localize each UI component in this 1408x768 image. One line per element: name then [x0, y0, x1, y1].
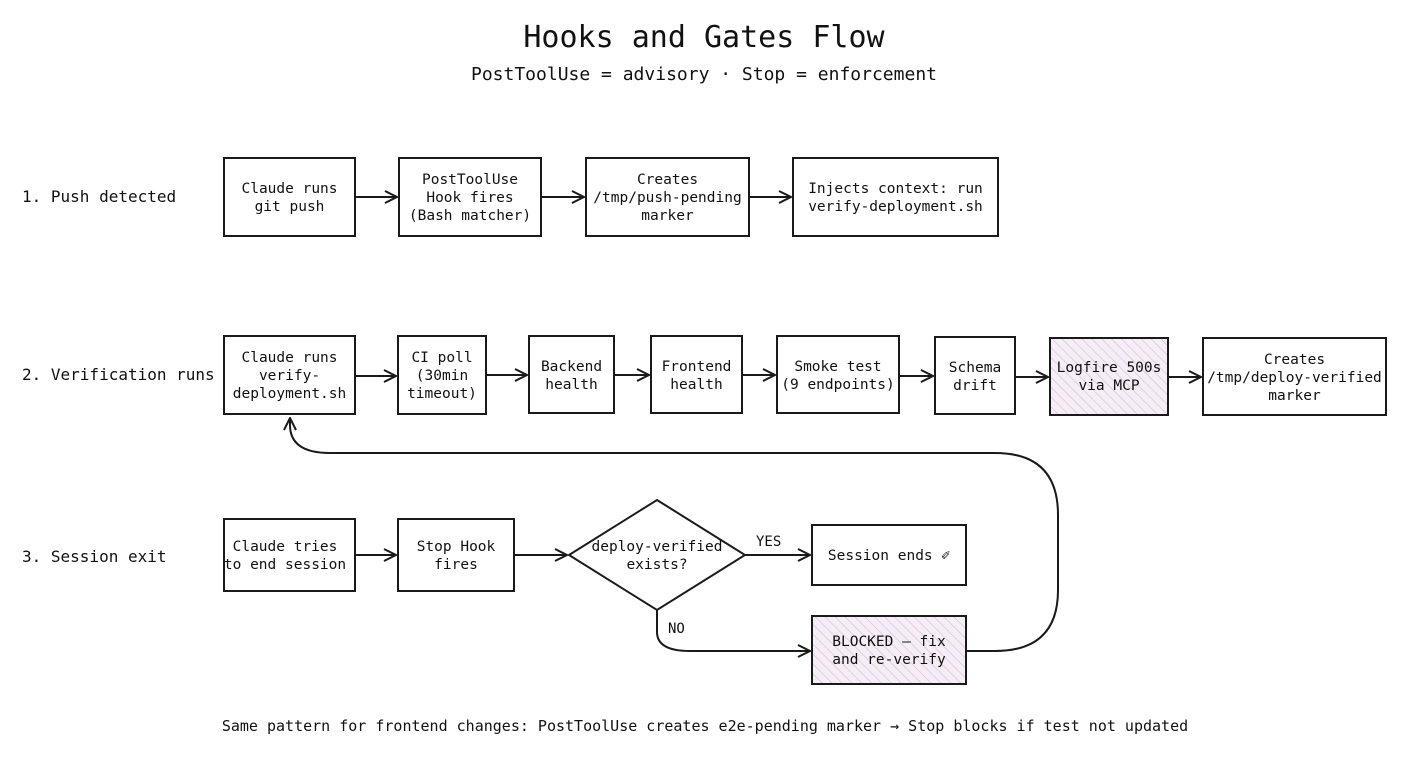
node-label-line: Logfire 500s [1057, 360, 1162, 376]
decision-deploy-verified-exists: deploy-verified exists? [567, 498, 747, 612]
node-ci-poll: CI poll (30min timeout) [397, 335, 487, 415]
diagram-title: Hooks and Gates Flow [523, 20, 885, 55]
node-label-line: Creates [1264, 352, 1325, 368]
node-label-line: health [545, 377, 597, 393]
node-label-line: Smoke test [794, 359, 881, 375]
node-label-line: verify- [259, 368, 320, 384]
svg-text:Session ends ✐: Session ends ✐ [828, 548, 950, 564]
node-label-line: and re-verify [832, 652, 946, 668]
node-label-line: Claude runs [241, 350, 337, 366]
node-injects-context: Injects context: run verify-deployment.sh [792, 157, 999, 237]
node-label-line: deployment.sh [233, 386, 347, 402]
node-label-line: /tmp/push-pending [593, 190, 741, 206]
node-label-line: fires [434, 557, 478, 573]
diagram-subtitle: PostToolUse = advisory · Stop = enforcem… [471, 64, 937, 85]
node-claude-runs-git-push: Claude runs git push [223, 157, 356, 237]
node-label-line: Session ends ✐ [828, 548, 950, 564]
row-label-session-exit: 3. Session exit [22, 547, 167, 566]
node-label-line: marker [641, 208, 694, 224]
node-schema-drift: Schema drift [934, 336, 1016, 415]
node-claude-tries-to-end-session: Claude tries to end session [223, 518, 356, 592]
node-label-line: (Bash matcher) [409, 208, 531, 224]
node-label-line: Claude tries [233, 539, 338, 555]
node-backend-health: Backend health [528, 335, 615, 414]
node-label-line: verify-deployment.sh [808, 199, 983, 215]
svg-text:Smoke test(9 endpoints): Smoke test (9 endpoints) [781, 359, 895, 393]
node-label-line: Stop Hook [417, 539, 496, 555]
node-label-line: Hook fires [426, 190, 513, 206]
node-label-line: CI poll [411, 350, 472, 366]
node-blocked-fix-and-reverify: BLOCKED — fix and re-verify [811, 615, 967, 685]
node-label-line: marker [1268, 388, 1321, 404]
node-label-line: timeout) [407, 386, 477, 402]
node-smoke-test: Smoke test (9 endpoints) [776, 335, 900, 414]
footer-note: Same pattern for frontend changes: PostT… [222, 717, 1188, 735]
node-session-ends: Session ends ✐ [811, 524, 967, 586]
node-claude-runs-verify-deployment: Claude runs verify-deployment.sh [223, 335, 356, 415]
node-label-line: BLOCKED — fix [832, 634, 946, 650]
edge-blocked-loop-back [290, 418, 1059, 652]
node-creates-deploy-verified-marker: Creates/tmp/deploy-verified marker [1202, 337, 1387, 416]
edge-label-yes: YES [756, 534, 781, 550]
node-label-line: drift [953, 378, 997, 394]
node-label-line: (9 endpoints) [781, 377, 895, 393]
row-label-verification-runs: 2. Verification runs [22, 365, 215, 384]
node-logfire-500s: Logfire 500s via MCP [1049, 337, 1169, 416]
edge-decision-no [656, 610, 810, 651]
node-label-line: PostToolUse [422, 172, 518, 188]
node-label-line: exists? [626, 557, 687, 573]
edge-label-no: NO [668, 621, 685, 637]
node-label-line: to end session [224, 557, 346, 573]
node-label-line: Schema [949, 360, 1001, 376]
node-label-line: Backend [541, 359, 602, 375]
node-frontend-health: Frontend health [650, 335, 743, 414]
node-stop-hook-fires: Stop Hook fires [397, 518, 515, 592]
node-label-line: (30min [416, 368, 468, 384]
node-creates-push-pending-marker: Creates/tmp/push-pending marker [585, 157, 750, 237]
node-label-line: git push [255, 199, 325, 215]
row-label-push-detected: 1. Push detected [22, 187, 176, 206]
node-label-line: Claude runs [241, 181, 337, 197]
node-label-line: via MCP [1078, 378, 1139, 394]
node-label-line: Creates [637, 172, 698, 188]
node-label-line: health [670, 377, 722, 393]
node-label-line: deploy-verified [592, 539, 723, 555]
node-label-line: /tmp/deploy-verified [1207, 370, 1382, 386]
node-label-line: Injects context: run [808, 181, 983, 197]
node-label-line: Frontend [662, 359, 732, 375]
